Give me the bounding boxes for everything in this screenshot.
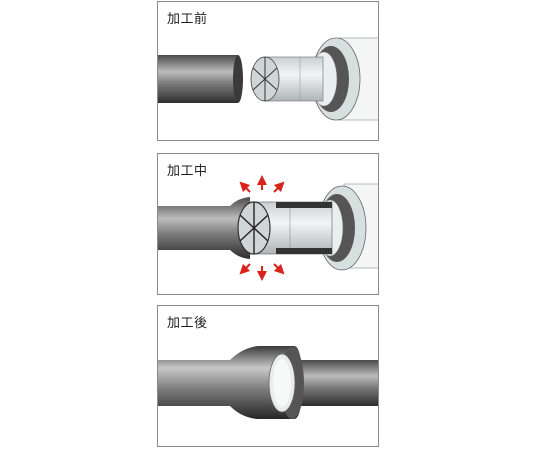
arrow-icon: [239, 181, 251, 193]
socket-inner: [273, 359, 291, 407]
before-illustration: [158, 37, 378, 121]
panel-label-before: 加工前: [167, 12, 208, 27]
pipe: [158, 55, 238, 103]
tool-slit: [239, 214, 269, 242]
pipe: [158, 197, 250, 259]
panel-label-during: 加工中: [167, 164, 208, 179]
panel-after: 加工後: [157, 305, 379, 447]
panel-label-after: 加工後: [167, 316, 208, 331]
tool-slot: [276, 202, 332, 208]
during-illustration: [158, 175, 378, 281]
arrow-icon: [273, 181, 285, 193]
arrow-icon: [273, 263, 285, 275]
panel-during: 加工中: [157, 153, 379, 295]
expansion-arrows: [239, 175, 285, 281]
after-illustration: [158, 346, 378, 419]
arrow-icon: [239, 263, 251, 275]
tool-slit: [252, 67, 278, 91]
panel-before: 加工前: [157, 1, 379, 141]
pipe-end: [233, 55, 243, 103]
tool-slot: [276, 248, 332, 254]
flared-pipe: [158, 346, 302, 419]
